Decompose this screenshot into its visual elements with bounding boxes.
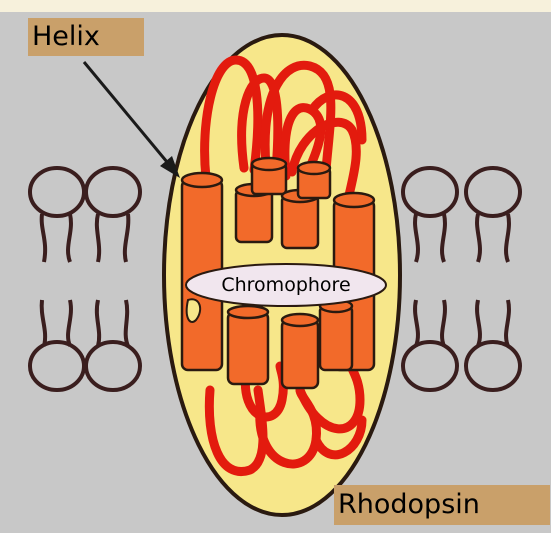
lipid-head [30,342,84,390]
helix-cap [228,306,268,318]
rhodopsin-label: Rhodopsin [334,485,550,525]
chromophore-label: Chromophore [186,265,386,305]
helix-cap [282,314,318,326]
lipid-tail [97,214,99,262]
helix-cap [334,193,374,207]
lipid-tail [68,214,71,262]
lipid-tail [477,300,480,346]
lipid-tail [42,214,45,262]
lipid-head [466,168,520,216]
lipid-tail [442,300,445,346]
lipid-head [86,342,140,390]
helix-cap [252,158,286,170]
lipid-head [30,168,84,216]
lipid-head [403,342,457,390]
lipid-tail [442,214,445,262]
lipid-head [403,168,457,216]
arrow-shaft [84,62,172,168]
helix-pointer-arrow [84,62,180,178]
lipid-bilayer-left [30,168,140,390]
lipid-tail [506,214,509,262]
lipid-tail [415,214,418,262]
helix-cap [298,162,330,174]
lipid-tail [125,214,128,262]
lipid-head [466,342,520,390]
helix-cylinder [236,190,272,242]
lipid-tail [42,300,45,346]
lipid-tail [126,300,128,346]
lipid-tail [506,300,509,346]
helix-label: Helix [28,18,144,56]
lipid-bilayer-right [403,168,520,390]
helix-cylinder [320,306,352,370]
lipid-tail [68,300,71,346]
lipid-tail [477,214,480,262]
lipid-tail [97,300,99,346]
helix-cylinder [228,312,268,384]
lipid-tail [415,300,418,346]
lipid-head [86,168,140,216]
helix-cylinder [282,196,318,248]
helix-cylinder [282,320,318,388]
helix-cap [182,173,222,187]
